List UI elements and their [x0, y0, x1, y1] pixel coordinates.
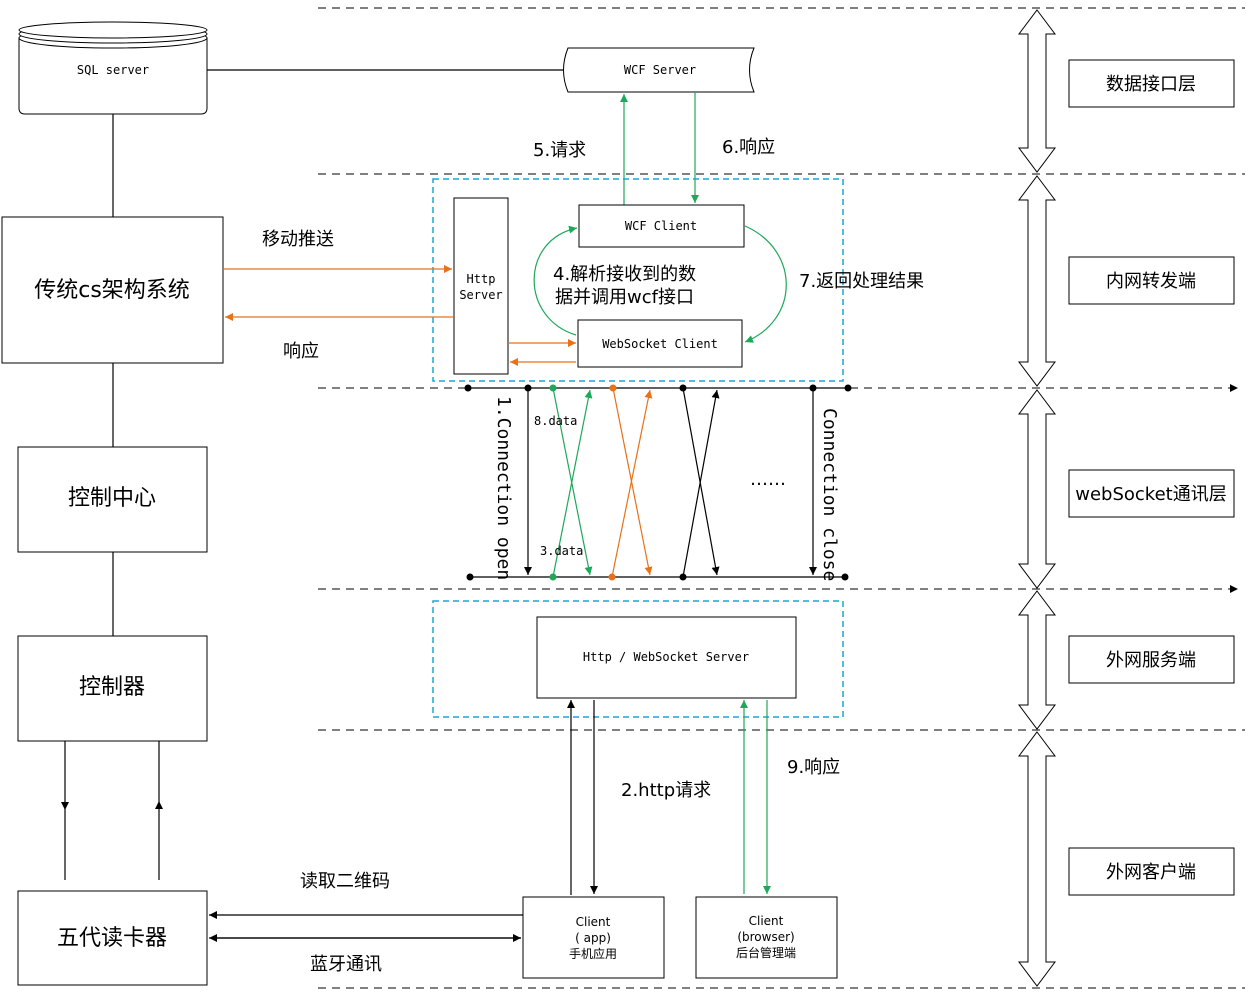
- ellipsis-label: ……: [750, 469, 786, 490]
- svg-text:( app): ( app): [575, 931, 611, 945]
- data-3-label: 3.data: [540, 544, 583, 558]
- read-qr-label: 读取二维码: [300, 871, 390, 892]
- svg-text:WCF Client: WCF Client: [625, 219, 697, 233]
- response-label: 响应: [283, 341, 319, 362]
- card-reader-box: 五代读卡器: [17, 890, 208, 986]
- svg-text:Client: Client: [576, 915, 611, 929]
- svg-text:WebSocket Client: WebSocket Client: [602, 337, 718, 351]
- http-server-box: Http Server: [453, 197, 509, 375]
- layer-label-data-interface: 数据接口层: [1068, 59, 1235, 108]
- layer-label-extranet-server: 外网服务端: [1068, 635, 1235, 684]
- svg-text:手机应用: 手机应用: [569, 946, 617, 961]
- svg-text:控制器: 控制器: [79, 675, 145, 700]
- layer-label-extranet-client: 外网客户端: [1068, 847, 1235, 896]
- connection-close-label: Connection close: [819, 408, 840, 581]
- parse-label-line1: 4.解析接收到的数: [553, 264, 696, 285]
- svg-text:外网客户端: 外网客户端: [1106, 862, 1196, 883]
- svg-text:外网服务端: 外网服务端: [1106, 650, 1196, 671]
- connection-open-label: 1.Connection open: [493, 396, 514, 580]
- response-6-label: 6.响应: [722, 137, 775, 158]
- intranet-region: [432, 178, 844, 382]
- layer-label-websocket: webSocket通讯层: [1068, 469, 1235, 518]
- cs-system-box: 传统cs架构系统: [1, 216, 224, 364]
- websocket-channel: 1.Connection open Connection close 8.dat…: [464, 384, 852, 581]
- client-browser-box: Client (browser) 后台管理端: [695, 896, 838, 979]
- wcf-client-box: WCF Client: [578, 204, 745, 248]
- data-8-label: 8.data: [534, 414, 577, 428]
- http-websocket-server-box: Http / WebSocket Server: [536, 616, 797, 699]
- bluetooth-label: 蓝牙通讯: [310, 954, 382, 975]
- svg-text:Server: Server: [459, 288, 502, 302]
- svg-text:(browser): (browser): [737, 930, 794, 944]
- svg-text:SQL server: SQL server: [77, 63, 149, 77]
- websocket-client-box: WebSocket Client: [577, 319, 743, 368]
- svg-text:五代读卡器: 五代读卡器: [57, 926, 167, 951]
- svg-text:数据接口层: 数据接口层: [1106, 74, 1196, 95]
- sql-server-cylinder: SQL server: [18, 21, 208, 115]
- svg-text:内网转发端: 内网转发端: [1106, 271, 1196, 292]
- svg-text:WCF Server: WCF Server: [624, 63, 696, 77]
- svg-text:传统cs架构系统: 传统cs架构系统: [34, 278, 190, 303]
- http-request-2-label: 2.http请求: [621, 780, 711, 801]
- svg-text:控制中心: 控制中心: [68, 486, 156, 511]
- layer-double-arrows: [1018, 9, 1056, 987]
- layer-label-intranet-forward: 内网转发端: [1068, 256, 1235, 305]
- svg-text:Client: Client: [749, 914, 784, 928]
- controller-box: 控制器: [17, 635, 208, 742]
- svg-text:后台管理端: 后台管理端: [736, 945, 796, 960]
- layer-separators: [318, 7, 1245, 989]
- extranet-region: [432, 600, 844, 718]
- svg-text:webSocket通讯层: webSocket通讯层: [1075, 484, 1226, 505]
- svg-text:Http / WebSocket Server: Http / WebSocket Server: [583, 650, 749, 664]
- return-7-label: 7.返回处理结果: [799, 271, 924, 292]
- request-5-label: 5.请求: [533, 140, 586, 161]
- client-app-box: Client ( app) 手机应用: [522, 896, 665, 979]
- response-9-label: 9.响应: [787, 757, 840, 778]
- control-center-box: 控制中心: [17, 446, 208, 553]
- svg-text:Http: Http: [467, 272, 496, 286]
- wcf-server-shape: WCF Server: [563, 47, 755, 93]
- push-label: 移动推送: [262, 229, 334, 250]
- parse-label-line2: 据并调用wcf接口: [555, 287, 694, 308]
